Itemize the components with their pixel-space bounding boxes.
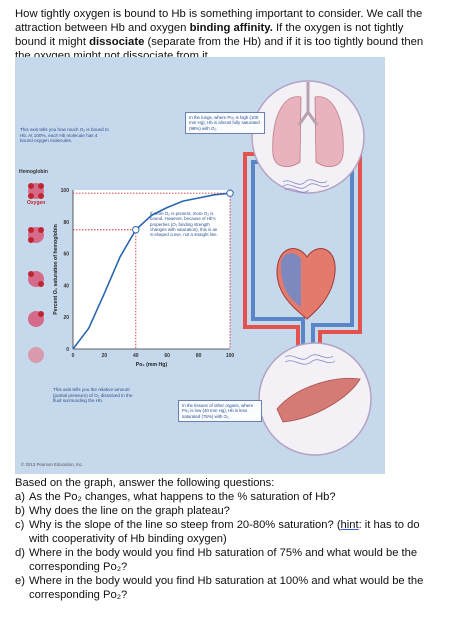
oxygen-label: Oxygen <box>27 200 46 206</box>
bottom-axis-note: This axis tells you the relative amount … <box>53 387 133 404</box>
question-c: c) Why is the slope of the line so steep… <box>15 518 439 546</box>
circulation-illustration <box>243 80 372 456</box>
questions-section: Based on the graph, answer the following… <box>15 476 439 602</box>
question-text: Where in the body would you find Hb satu… <box>29 575 424 601</box>
x-tick-label: 60 <box>164 353 170 359</box>
question-label: e) <box>15 575 25 587</box>
y-tick-label: 40 <box>63 283 69 289</box>
hemoglobin-icon-3 <box>28 227 44 243</box>
y-tick-label: 100 <box>61 188 70 194</box>
plot-area <box>73 190 230 349</box>
question-text: Where in the body would you find Hb satu… <box>29 547 418 573</box>
left-axis-note: This axis tells you how much O₂ is bound… <box>20 127 109 144</box>
hint-link: hint <box>340 519 359 531</box>
trachea <box>297 82 319 126</box>
y-tick-label: 0 <box>66 347 69 353</box>
question-label: c) <box>15 519 25 531</box>
hemoglobin-icon-2 <box>28 271 44 287</box>
question-text: Why does the line on the graph plateau? <box>29 505 230 517</box>
reference-point-0 <box>132 226 140 234</box>
muscle <box>276 377 361 423</box>
saturation-curve-0 <box>72 192 231 350</box>
x-tick-label: 20 <box>102 353 108 359</box>
tissue-callout: In the tissues of other organs, where Pᴏ… <box>178 400 262 422</box>
intro-text-2: If the oxygen is not tightly bound it mi… <box>15 22 404 48</box>
x-tick-label: 80 <box>196 353 202 359</box>
x-tick-label: 0 <box>72 353 75 359</box>
question-label: d) <box>15 547 25 559</box>
reference-point-1 <box>226 189 234 197</box>
curve-callout: If more O₂ is present, more O₂ is bound.… <box>150 211 218 238</box>
x-tick-label: 100 <box>226 353 235 359</box>
lung-capillaries <box>282 179 330 193</box>
question-label: b) <box>15 505 25 517</box>
question-e: e) Where in the body would you find Hb s… <box>15 574 439 602</box>
y-tick-label: 20 <box>63 315 69 321</box>
x-tick-label: 40 <box>133 353 139 359</box>
question-text-after: : it has to do with cooperativity of Hb … <box>29 519 420 545</box>
tissue-capillaries <box>284 354 336 365</box>
hemoglobin-icon-0 <box>28 347 44 363</box>
intro-text-1: How tightly oxygen is bound to Hb is som… <box>15 8 423 34</box>
question-b: b) Why does the line on the graph platea… <box>15 504 439 518</box>
copyright-notice: © 2013 Pearson Education, Inc. <box>21 462 84 467</box>
y-tick-label: 80 <box>63 220 69 226</box>
heart-blue-side <box>280 253 301 307</box>
y-axis-label: Percent O₂ saturation of hemoglobin <box>53 224 59 315</box>
question-d: d) Where in the body would you find Hb s… <box>15 546 439 574</box>
hemoglobin-column <box>28 183 44 363</box>
question-text-before: Why is the slope of the line so steep fr… <box>29 519 341 531</box>
hemoglobin-label: Hemoglobin <box>19 169 48 175</box>
binding-affinity-term: binding affinity. <box>189 22 273 34</box>
question-a: a) As the Pᴏ₂ changes, what happens to t… <box>15 490 439 504</box>
right-lung <box>314 96 344 167</box>
questions-intro: Based on the graph, answer the following… <box>15 477 275 489</box>
hemoglobin-icon-full <box>28 183 44 199</box>
y-tick-label: 60 <box>63 252 69 258</box>
dissociate-term: dissociate <box>89 36 145 48</box>
question-text: As the Pᴏ₂ changes, what happens to the … <box>29 491 336 503</box>
x-axis-label: Pᴏ₂ (mm Hg) <box>136 362 168 368</box>
intro-paragraph: How tightly oxygen is bound to Hb is som… <box>15 7 437 63</box>
hemoglobin-icon-1 <box>28 311 44 327</box>
question-label: a) <box>15 491 25 503</box>
lungs-callout: In the lungs, where Pᴏ₂ is high (100 mm … <box>185 112 265 134</box>
left-lung <box>272 96 302 167</box>
